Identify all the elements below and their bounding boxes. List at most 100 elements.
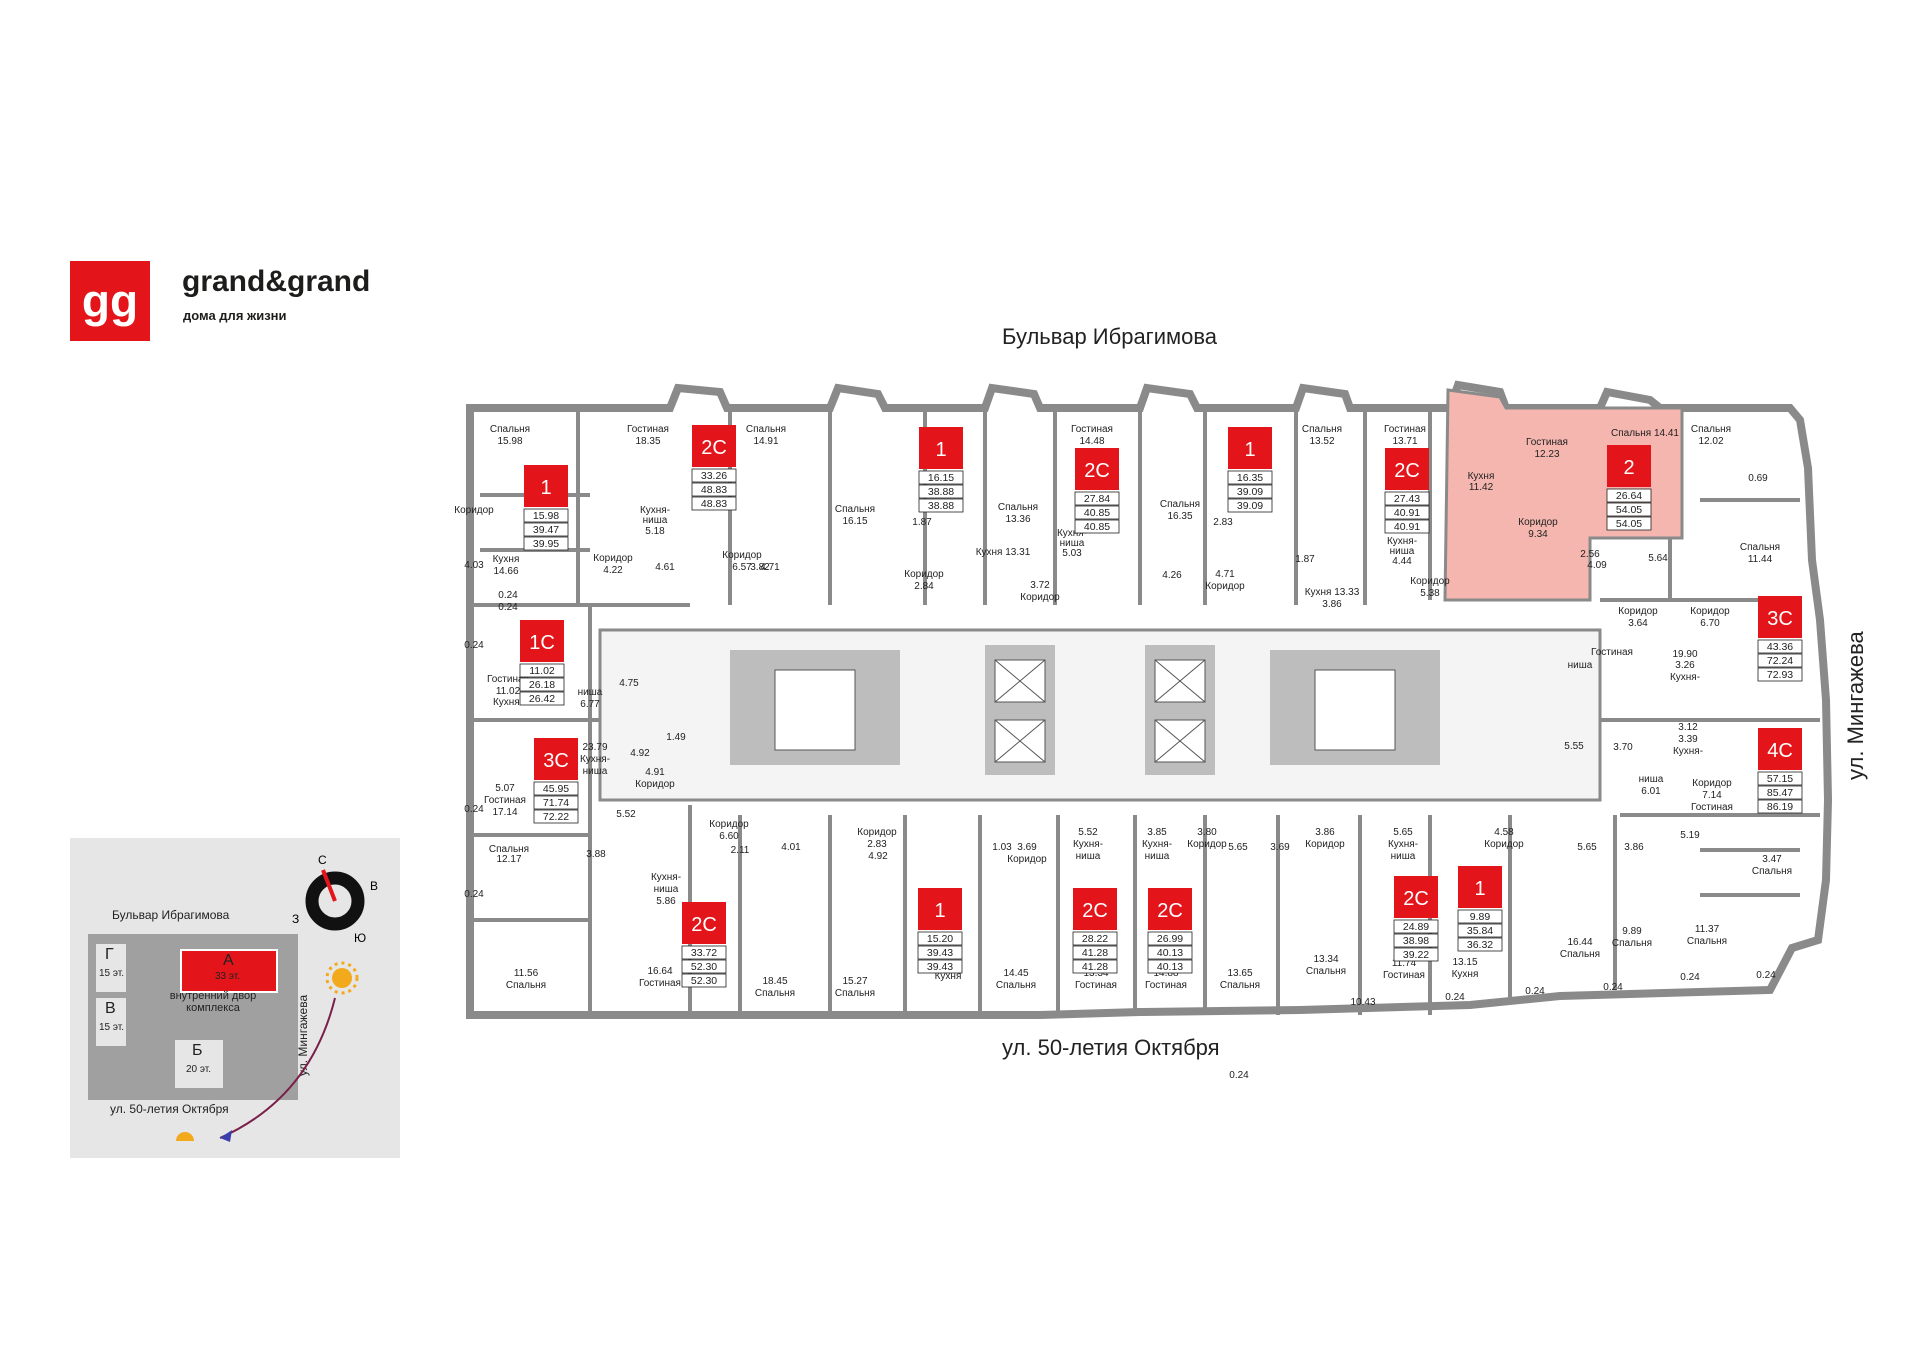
unit-area: 85.47 [1767, 787, 1793, 799]
unit-area: 26.18 [529, 679, 555, 691]
unit-area-box [691, 482, 737, 497]
unit-area: 72.93 [1767, 669, 1793, 681]
room-label: Спальня [996, 980, 1036, 991]
room-label: Спальня [490, 424, 530, 435]
unit-number: 1 [1474, 878, 1485, 900]
room-label: Спальня [1306, 966, 1346, 977]
unit-area-box [1384, 491, 1430, 506]
unit-badge-box [1458, 866, 1502, 908]
room-label: 5.52 [616, 809, 636, 820]
unit-area-box [691, 496, 737, 511]
unit-badge-box [1394, 876, 1438, 918]
room-label: 0.24 [464, 804, 484, 815]
room-label: Гостиная [1075, 980, 1117, 991]
room-label: Кухня- [1670, 672, 1700, 683]
unit-area-box [1457, 909, 1503, 924]
unit-area: 38.88 [928, 486, 954, 498]
unit-badge-box [524, 465, 568, 507]
room-label: 0.69 [1748, 473, 1768, 484]
unit-area: 26.64 [1616, 490, 1642, 502]
unit-area-box [681, 973, 727, 988]
unit-area-box [917, 959, 963, 974]
building-b[interactable] [175, 1040, 223, 1088]
room-label: 14.48 [1079, 436, 1104, 447]
unit-area: 35.84 [1467, 925, 1493, 937]
unit-area-box [1393, 947, 1439, 962]
svg-text:Ю: Ю [354, 931, 366, 945]
room-label: 9.34 [1528, 529, 1548, 540]
unit-number: 2С [1403, 888, 1429, 910]
room-label: ниша [578, 687, 603, 698]
unit-area-box [1074, 505, 1120, 520]
unit-area: 54.05 [1616, 518, 1642, 530]
room-label: Спальня [1691, 424, 1731, 435]
unit-area: 27.84 [1084, 493, 1110, 505]
room-label: Спальня [998, 502, 1038, 513]
unit-badge-box [534, 738, 578, 780]
room-label: 10.43 [1350, 997, 1375, 1008]
room-label: Кухня [1452, 969, 1479, 980]
room-label: 3.12 [1678, 722, 1698, 733]
building-outline [466, 380, 1833, 1019]
room-label: 4.58 [1494, 827, 1514, 838]
room-label: Кухня [493, 554, 520, 565]
unit-area-box [1227, 484, 1273, 499]
room-label: ниша [654, 884, 679, 895]
unit-number: 1 [934, 900, 945, 922]
unit-badge-box [919, 427, 963, 469]
room-label: 13.71 [1392, 436, 1417, 447]
unit-area-box [1757, 653, 1803, 668]
unit-area: 48.83 [701, 484, 727, 496]
logo-mark: gg [70, 261, 150, 341]
room-label: ниша [1390, 546, 1415, 557]
svg-text:gg: gg [82, 275, 138, 327]
room-label: 2.84 [914, 581, 934, 592]
unit-area-box [1757, 771, 1803, 786]
room-label: Гостиная [627, 424, 669, 435]
room-label: Коридор [1518, 517, 1558, 528]
unit-area-box [523, 508, 569, 523]
unit-area-box [918, 470, 964, 485]
room-label: 12.23 [1534, 449, 1559, 460]
arrow-icon [219, 997, 336, 1139]
room-label: 3.86 [1315, 827, 1335, 838]
room-label: 4.03 [464, 560, 484, 571]
unit-area-box [1757, 639, 1803, 654]
building-a[interactable] [180, 949, 278, 993]
unit-area-box [523, 522, 569, 537]
building-g[interactable] [96, 944, 126, 992]
unit-area-box [1072, 931, 1118, 946]
room-label: 4.91 [645, 767, 665, 778]
room-label: 4.92 [630, 748, 650, 759]
room-label: 16.35 [1167, 511, 1192, 522]
room-label: 1.87 [912, 517, 932, 528]
room-label: 0.24 [498, 590, 518, 601]
building-b-floors: 20 эт. [186, 1064, 212, 1075]
building-v[interactable] [96, 998, 126, 1046]
highlighted-apartment[interactable] [1443, 388, 1684, 602]
unit-number: 2С [701, 437, 727, 459]
unit-area: 41.28 [1082, 947, 1108, 959]
room-label: 0.24 [498, 602, 518, 613]
room-label: Кухня 13.33 [1305, 587, 1360, 598]
unit-area: 39.43 [927, 961, 953, 973]
room-label: 4.26 [1162, 570, 1182, 581]
unit-area: 52.30 [691, 961, 717, 973]
